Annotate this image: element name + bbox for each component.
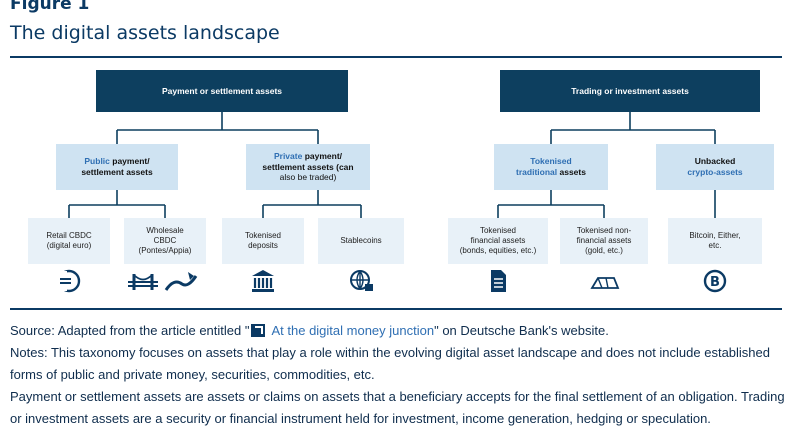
connector-lines — [68, 112, 716, 218]
svg-text:B: B — [710, 275, 720, 290]
bitcoin-icon: B — [700, 268, 730, 294]
public-payment-assets-label: Public payment/ settlement assets — [81, 156, 153, 177]
notes-paragraph-1: Notes: This taxonomy focuses on assets t… — [10, 345, 770, 382]
bridge-icon — [126, 268, 160, 294]
digital-assets-diagram: Payment or settlement assets Trading or … — [28, 70, 774, 294]
unbacked-crypto-assets-box: Unbacked crypto-assets — [656, 144, 774, 190]
source-link[interactable]: At the digital money junction — [271, 323, 435, 338]
source-line: Source: Adapted from the article entitle… — [10, 323, 609, 338]
trading-investment-assets-label: Trading or investment assets — [571, 85, 689, 96]
stablecoins-box: Stablecoins — [318, 218, 404, 264]
payment-settlement-assets-box: Payment or settlement assets — [96, 70, 348, 112]
figure-notes: Source: Adapted from the article entitle… — [10, 320, 788, 430]
private-payment-assets-box: Private payment/ settlement assets (can … — [246, 144, 370, 190]
private-payment-assets-label: Private payment/ settlement assets (can … — [262, 151, 354, 183]
globe-coin-icon — [346, 268, 376, 294]
document-icon — [486, 268, 510, 294]
figure-title: The digital assets landscape — [10, 22, 280, 44]
notes-rule — [10, 308, 782, 310]
aqueduct-icon — [164, 268, 198, 294]
bank-icon — [248, 268, 278, 294]
public-payment-assets-box: Public payment/ settlement assets — [56, 144, 178, 190]
bitcoin-box: Bitcoin, Either,etc. — [668, 218, 762, 264]
notes-paragraph-2: Payment or settlement assets are assets … — [10, 389, 785, 426]
external-link-icon[interactable] — [251, 324, 266, 337]
tokenised-traditional-assets-box: Tokenised traditional assets — [494, 144, 608, 190]
unbacked-crypto-assets-label: Unbacked crypto-assets — [687, 156, 743, 177]
payment-settlement-assets-label: Payment or settlement assets — [162, 85, 282, 96]
gold-bar-icon — [588, 268, 620, 294]
tokenised-nonfinancial-assets-box: Tokenised non-financial assets(gold, etc… — [560, 218, 648, 264]
trading-investment-assets-box: Trading or investment assets — [500, 70, 760, 112]
figure-label: Figure 1 — [10, 0, 90, 14]
title-rule — [10, 56, 782, 58]
retail-cbdc-box: Retail CBDC(digital euro) — [28, 218, 110, 264]
euro-icon — [54, 268, 84, 294]
tokenised-traditional-assets-label: Tokenised traditional assets — [516, 156, 586, 177]
